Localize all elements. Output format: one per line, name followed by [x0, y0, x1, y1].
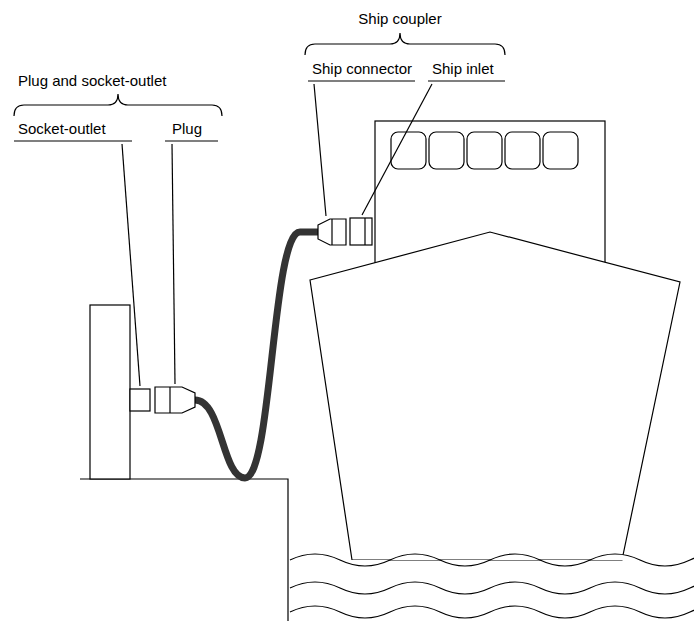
- plug-symbol: [155, 387, 195, 413]
- leader-line: [314, 84, 326, 216]
- socket-outlet-symbol: [130, 389, 150, 411]
- windows: [391, 132, 578, 169]
- label-underline: [165, 140, 218, 141]
- label-underline: [428, 80, 505, 81]
- pedestal: [90, 305, 130, 479]
- waves: [290, 554, 694, 618]
- part-label: Plug: [172, 120, 202, 137]
- bracket: [14, 94, 222, 116]
- leader-line: [122, 144, 140, 386]
- part-label: Ship connector: [312, 60, 412, 77]
- cable: [195, 232, 318, 478]
- part-label: Ship inlet: [432, 60, 494, 77]
- leader-line: [362, 84, 432, 215]
- leader-line: [172, 144, 175, 384]
- ship-inlet-symbol: [350, 218, 372, 245]
- bracket: [305, 33, 505, 55]
- quay: [80, 479, 288, 621]
- label-underline: [14, 140, 132, 141]
- ship-connector-symbol: [318, 219, 346, 245]
- part-label: Socket-outlet: [18, 120, 106, 137]
- part-label: Plug and socket-outlet: [18, 72, 166, 89]
- label-underline: [308, 80, 415, 81]
- part-label: Ship coupler: [358, 10, 441, 27]
- hull: [310, 232, 680, 560]
